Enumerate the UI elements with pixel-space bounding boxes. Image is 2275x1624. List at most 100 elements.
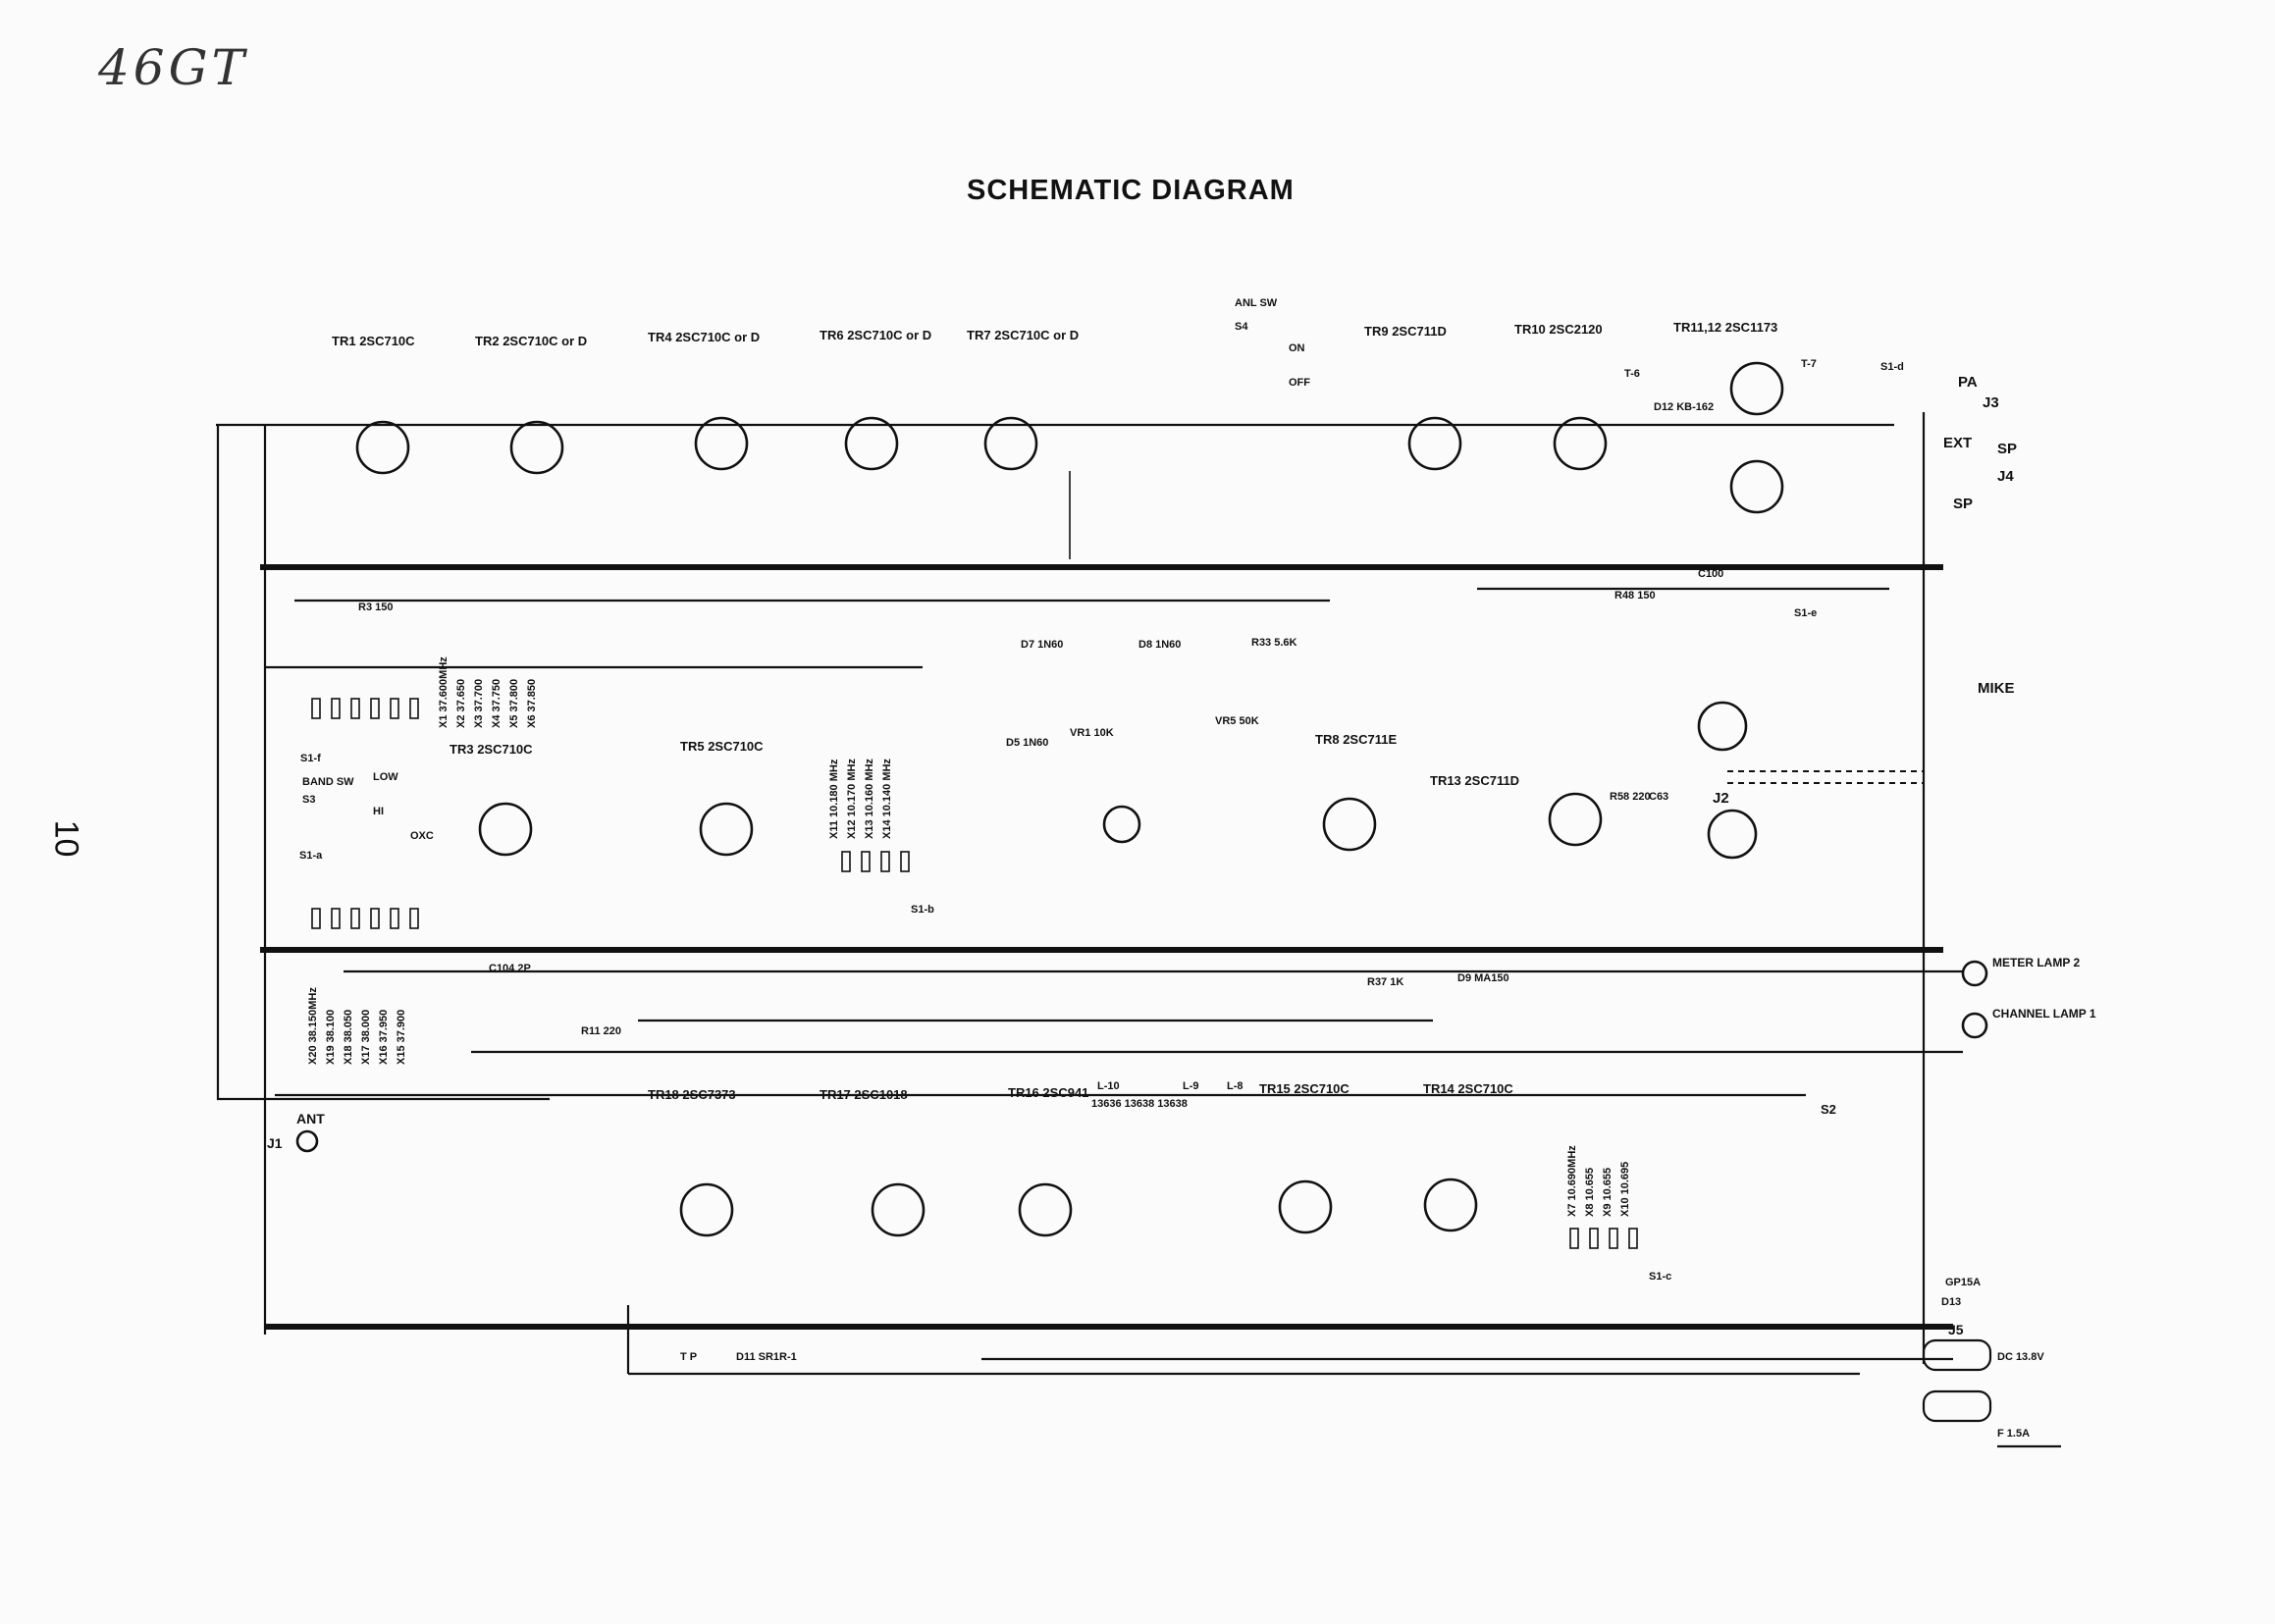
s1a-label: S1-a xyxy=(299,850,323,862)
component-labels: ANL SW S4 ON OFF BAND SW S3 LOW HI OXC S… xyxy=(267,297,2096,1440)
xtal-mid-2: X13 10.160 MHz xyxy=(864,759,875,839)
tr6-symbol xyxy=(844,416,899,471)
d8-label: D8 1N60 xyxy=(1138,639,1181,651)
t6-label: T-6 xyxy=(1624,368,1640,380)
l10-label: L-10 xyxy=(1097,1080,1120,1092)
pa-label: PA xyxy=(1958,374,1978,391)
sp-label: SP xyxy=(1953,496,1973,512)
d12-label: D12 KB-162 xyxy=(1654,401,1714,413)
ext-sp-label: SP xyxy=(1997,441,2017,457)
j5-connector-symbol xyxy=(1922,1338,1992,1372)
tr16-symbol xyxy=(1018,1182,1073,1237)
j3-label: J3 xyxy=(1983,394,1999,411)
l8-label: L-8 xyxy=(1227,1080,1243,1092)
tr18-label: TR18 2SC7373 xyxy=(648,1087,736,1102)
crystal-bank-lower xyxy=(311,908,419,929)
tr16-label: TR16 2SC941 xyxy=(1008,1085,1088,1100)
tr11-symbol xyxy=(1729,361,1784,416)
d11-label: D11 SR1R-1 xyxy=(736,1351,797,1363)
crystal-bank-mid xyxy=(841,851,910,872)
on-label: ON xyxy=(1289,342,1305,354)
s3-label: S3 xyxy=(302,794,315,806)
xtal-tx-1: X8 10.655 xyxy=(1584,1168,1596,1217)
mike-jack-symbol xyxy=(1697,701,1748,752)
l9-label: L-9 xyxy=(1183,1080,1199,1092)
transistor-symbols xyxy=(355,361,1784,1237)
t7-label: T-7 xyxy=(1801,358,1817,370)
c63-label: C63 xyxy=(1649,791,1668,803)
xtal-upper-1: X2 37.650 xyxy=(455,679,467,728)
crystal-bank-tx xyxy=(1569,1228,1638,1249)
xtal-lower-2: X18 38.050 xyxy=(343,1010,354,1065)
tr2-symbol xyxy=(509,420,564,475)
xtal-tx-2: X9 10.655 xyxy=(1602,1168,1614,1217)
c100-label: C100 xyxy=(1698,568,1723,580)
coil-codes-label: 13636 13638 13638 xyxy=(1091,1098,1188,1110)
s1c-label: S1-c xyxy=(1649,1271,1671,1283)
s2-label: S2 xyxy=(1821,1102,1836,1117)
r48-label: R48 150 xyxy=(1614,590,1656,602)
r58-label: R58 220 xyxy=(1610,791,1651,803)
xtal-upper-0: X1 37.600MHz xyxy=(438,656,450,728)
page-title: SCHEMATIC DIAGRAM xyxy=(967,175,1295,206)
d7-label: D7 1N60 xyxy=(1021,639,1063,651)
tr9-symbol xyxy=(1407,416,1462,471)
d13-label: D13 xyxy=(1941,1296,1961,1308)
xtal-upper-2: X3 37.700 xyxy=(473,679,485,728)
tr14-label: TR14 2SC710C xyxy=(1423,1081,1513,1096)
tr11-12-label: TR11,12 2SC1173 xyxy=(1673,320,1777,335)
tr8-label: TR8 2SC711E xyxy=(1315,732,1397,747)
tr5-symbol xyxy=(699,802,754,857)
xtal-lower-5: X15 37.900 xyxy=(396,1010,407,1065)
tr9-label: TR9 2SC711D xyxy=(1364,324,1447,339)
tr18-symbol xyxy=(679,1182,734,1237)
tp-label: T P xyxy=(680,1351,697,1363)
s1d-label: S1-d xyxy=(1880,361,1904,373)
meter-symbol xyxy=(1102,805,1141,844)
ext-label: EXT xyxy=(1943,435,1972,451)
mike-label: MIKE xyxy=(1978,680,2015,697)
tr7-symbol xyxy=(983,416,1038,471)
tr1-symbol xyxy=(355,420,410,475)
tr15-label: TR15 2SC710C xyxy=(1259,1081,1349,1096)
r3-label: R3 150 xyxy=(358,602,393,613)
xtal-tx-0: X7 10.690MHz xyxy=(1566,1145,1578,1217)
tr10-symbol xyxy=(1553,416,1608,471)
anl-sw-label: ANL SW xyxy=(1235,297,1278,309)
xtal-mid-0: X11 10.180 MHz xyxy=(828,759,840,839)
s1b-label: S1-b xyxy=(911,904,934,916)
tr17-symbol xyxy=(871,1182,926,1237)
meter-lamp-symbol xyxy=(1961,960,1988,987)
r33-label: R33 5.6K xyxy=(1251,637,1297,649)
tr15-symbol xyxy=(1278,1179,1333,1234)
ant-label: ANT xyxy=(296,1111,325,1126)
tr3-label: TR3 2SC710C xyxy=(450,742,533,757)
xtal-lower-4: X16 37.950 xyxy=(378,1010,390,1065)
channel-lamp-label: CHANNEL LAMP 1 xyxy=(1992,1007,2096,1021)
xtal-mid-1: X12 10.170 MHz xyxy=(846,759,858,839)
handwritten-note: 46GT xyxy=(98,39,248,96)
tr7-label: TR7 2SC710C or D xyxy=(967,328,1079,342)
ant-jack-symbol xyxy=(295,1129,319,1153)
vr1-label: VR1 10K xyxy=(1070,727,1114,739)
j2-label: J2 xyxy=(1713,790,1729,807)
j4-label: J4 xyxy=(1997,468,2014,485)
gp15a-label: GP15A xyxy=(1945,1277,1981,1288)
channel-lamp-symbol xyxy=(1961,1012,1988,1039)
tr13-symbol xyxy=(1548,792,1603,847)
xtal-lower-0: X20 38.150MHz xyxy=(307,987,319,1065)
tr4-label: TR4 2SC710C or D xyxy=(648,330,760,344)
crystal-bank-upper xyxy=(311,698,419,719)
s4-label: S4 xyxy=(1235,321,1248,333)
tr5-label: TR5 2SC710C xyxy=(680,739,764,754)
xtal-upper-3: X4 37.750 xyxy=(491,679,503,728)
tr4-symbol xyxy=(694,416,749,471)
s1f-label: S1-f xyxy=(300,753,321,764)
off-label: OFF xyxy=(1289,377,1310,389)
hi-label: HI xyxy=(373,806,384,817)
r37-label: R37 1K xyxy=(1367,976,1403,988)
meter-lamp-label: METER LAMP 2 xyxy=(1992,956,2080,969)
xtal-lower-3: X17 38.000 xyxy=(360,1010,372,1065)
tr2-label: TR2 2SC710C or D xyxy=(475,334,587,348)
